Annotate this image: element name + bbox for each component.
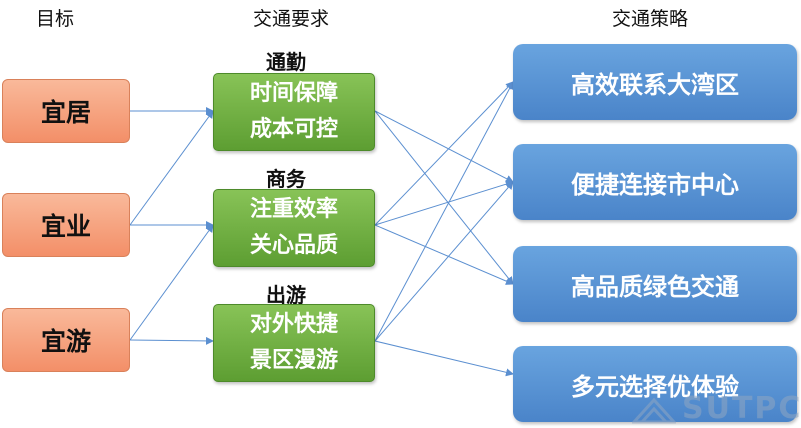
strategies-header: 交通策略 bbox=[612, 8, 689, 30]
link-req2-strat2 bbox=[374, 180, 514, 226]
strategy-node-green-transport: 高品质绿色交通 bbox=[513, 246, 797, 322]
goal-node-livable: 宜居 bbox=[2, 79, 130, 143]
watermark-text: SUTPC bbox=[682, 391, 801, 426]
requirement-line: 时间保障 bbox=[249, 81, 338, 106]
link-req2-strat1 bbox=[374, 81, 514, 226]
strategy-label: 高效联系大湾区 bbox=[571, 70, 739, 99]
goal-label: 宜业 bbox=[40, 212, 91, 241]
link-goal2-req1 bbox=[129, 110, 214, 226]
goal-node-travel: 宜游 bbox=[2, 308, 130, 372]
goals-header: 目标 bbox=[36, 8, 75, 30]
strategy-label: 多元选择优体验 bbox=[571, 372, 739, 401]
link-req1-strat3 bbox=[374, 110, 514, 285]
goal-label: 宜居 bbox=[40, 98, 91, 127]
link-req3-strat4 bbox=[374, 340, 514, 377]
requirement-category-travel: 出游 bbox=[266, 283, 306, 307]
link-goal3-req2 bbox=[129, 224, 214, 341]
strategy-node-bay-area: 高效联系大湾区 bbox=[513, 44, 797, 120]
requirement-line: 对外快捷 bbox=[249, 312, 338, 337]
requirement-node-travel: 对外快捷 景区漫游 bbox=[213, 304, 375, 382]
requirements-header: 交通要求 bbox=[253, 8, 330, 30]
link-req1-strat2 bbox=[374, 110, 514, 183]
sutpc-watermark: SUTPC bbox=[632, 391, 801, 426]
link-req2-strat3 bbox=[374, 224, 514, 285]
link-req3-strat1 bbox=[374, 81, 514, 342]
requirement-category-business: 商务 bbox=[266, 167, 306, 191]
link-req3-strat2 bbox=[374, 181, 514, 342]
strategy-node-city-center: 便捷连接市中心 bbox=[513, 144, 797, 220]
strategy-label: 便捷连接市中心 bbox=[571, 170, 739, 199]
requirement-line: 景区漫游 bbox=[249, 348, 338, 373]
requirement-line: 成本可控 bbox=[249, 117, 338, 142]
requirement-line: 注重效率 bbox=[249, 197, 338, 222]
strategy-label: 高品质绿色交通 bbox=[571, 272, 739, 301]
link-goal3-req3 bbox=[129, 336, 214, 345]
requirement-node-business: 注重效率 关心品质 bbox=[213, 189, 375, 267]
requirement-category-commute: 通勤 bbox=[266, 50, 306, 74]
sutpc-logo-icon bbox=[632, 397, 676, 423]
requirement-node-commute: 时间保障 成本可控 bbox=[213, 73, 375, 151]
goal-node-business: 宜业 bbox=[2, 193, 130, 257]
requirement-line: 关心品质 bbox=[249, 233, 338, 258]
goal-label: 宜游 bbox=[40, 327, 91, 356]
